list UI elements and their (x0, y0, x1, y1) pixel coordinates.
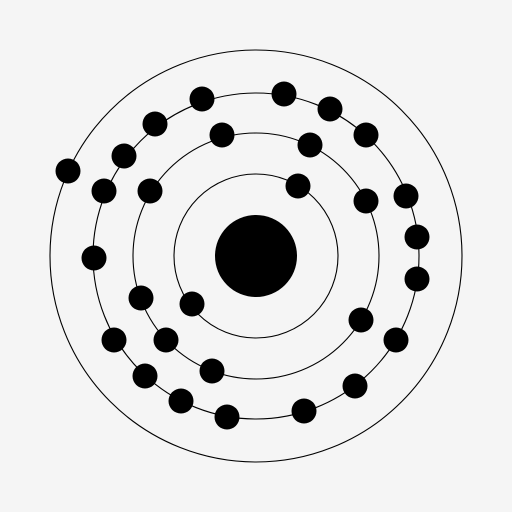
electron-shell-2-7 (153, 327, 179, 353)
orbit-shell-1 (173, 173, 339, 339)
electron-shell-3-18 (291, 398, 317, 424)
electron-shell-3-4 (142, 111, 168, 137)
electron-shell-3-17 (214, 404, 240, 430)
electron-shell-2-4 (353, 188, 379, 214)
electron-shell-2-2 (297, 132, 323, 158)
electron-shell-2-6 (348, 307, 374, 333)
orbit-rings (49, 49, 463, 463)
electron-shell-3-6 (111, 143, 137, 169)
electron-shell-3-13 (383, 327, 409, 353)
orbit-shell-2 (132, 132, 380, 380)
electron-shell-3-5 (353, 122, 379, 148)
nucleus (215, 215, 297, 297)
electron-shell-3-7 (91, 178, 117, 204)
electron-shell-3-10 (81, 245, 107, 271)
electron-shell-3-8 (393, 183, 419, 209)
electron-shell-4-1 (55, 158, 81, 184)
electron-shell-1-2 (179, 291, 205, 317)
electron-shell-3-16 (168, 388, 194, 414)
electron-shell-3-14 (132, 363, 158, 389)
electron-shell-2-3 (137, 178, 163, 204)
electron-shell-2-8 (199, 358, 225, 384)
electron-shell-2-5 (128, 285, 154, 311)
electron-shell-3-9 (404, 224, 430, 250)
electron-shell-3-1 (189, 86, 215, 112)
electron-shell-1-1 (285, 173, 311, 199)
electron-shell-3-12 (101, 327, 127, 353)
electron-shell-3-11 (404, 266, 430, 292)
electron-shell-3-15 (342, 373, 368, 399)
orbit-shell-4 (49, 49, 463, 463)
electron-shell-3-2 (271, 81, 297, 107)
electrons (55, 81, 430, 430)
electron-shell-3-3 (317, 96, 343, 122)
electron-shell-2-1 (209, 122, 235, 148)
